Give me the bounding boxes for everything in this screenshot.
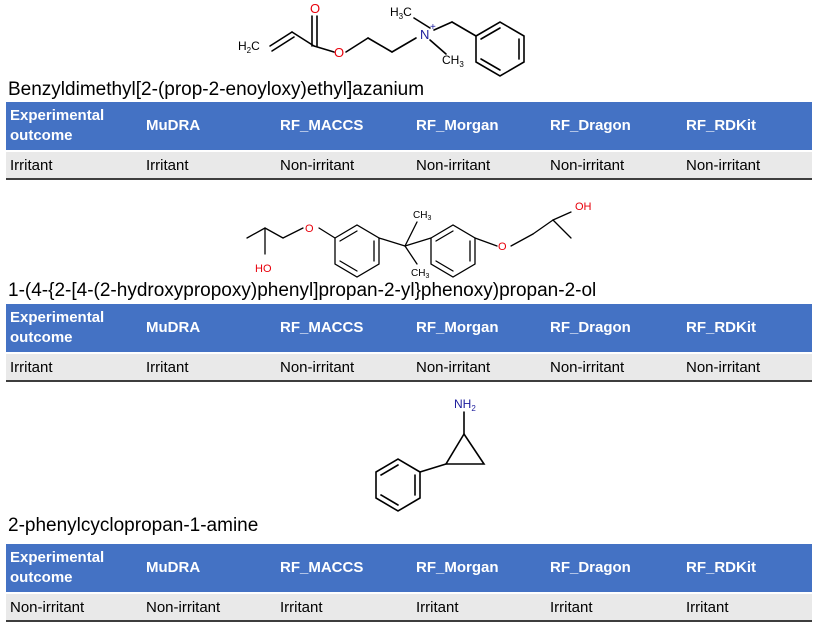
col-header-mudra: MuDRA: [142, 544, 276, 593]
atom-label-h3c: H3C: [390, 5, 412, 21]
cell-rf-morgan: Non-irritant: [412, 353, 546, 382]
col-header-mudra: MuDRA: [142, 102, 276, 151]
col-header-rf-dragon: RF_Dragon: [546, 544, 682, 593]
cell-rf-morgan: Non-irritant: [412, 151, 546, 180]
cell-rf-morgan: Irritant: [412, 593, 546, 622]
cell-experimental-outcome: Non-irritant: [6, 593, 142, 622]
col-header-rf-rdkit: RF_RDKit: [682, 544, 812, 593]
col-header-experimental-outcome: Experimental outcome: [6, 102, 142, 151]
atom-label-charge: +: [430, 22, 436, 33]
cell-rf-dragon: Non-irritant: [546, 151, 682, 180]
atom-label-oxygen: O: [334, 45, 344, 60]
col-header-rf-maccs: RF_MACCS: [276, 304, 412, 353]
col-header-rf-dragon: RF_Dragon: [546, 304, 682, 353]
compound-name: Benzyldimethyl[2-(prop-2-enoyloxy)ethyl]…: [8, 79, 425, 100]
col-header-rf-rdkit: RF_RDKit: [682, 102, 812, 151]
col-header-rf-rdkit: RF_RDKit: [682, 304, 812, 353]
cell-mudra: Irritant: [142, 151, 276, 180]
cell-rf-maccs: Non-irritant: [276, 151, 412, 180]
atom-label-oxygen: O: [498, 241, 507, 253]
atom-label-oxygen: O: [310, 1, 320, 16]
cell-experimental-outcome: Irritant: [6, 353, 142, 382]
atom-label-oxygen: O: [305, 223, 314, 235]
structure-benzyldimethylazanium: O O N + H2C H3C CH3: [238, 1, 525, 77]
col-header-rf-morgan: RF_Morgan: [412, 544, 546, 593]
compound-name: 1-(4-{2-[4-(2-hydroxypropoxy)phenyl]prop…: [8, 280, 597, 301]
compound-name: 2-phenylcyclopropan-1-amine: [8, 515, 259, 536]
cell-rf-rdkit: Irritant: [682, 593, 812, 622]
atom-label-ch3: CH3: [442, 53, 464, 69]
table-row: Irritant Irritant Non-irritant Non-irrit…: [6, 151, 812, 180]
result-table: Experimental outcome MuDRA RF_MACCS RF_M…: [6, 304, 812, 382]
cell-rf-dragon: Non-irritant: [546, 353, 682, 382]
cell-rf-rdkit: Non-irritant: [682, 151, 812, 180]
table-row: Irritant Irritant Non-irritant Non-irrit…: [6, 353, 812, 382]
cell-mudra: Irritant: [142, 353, 276, 382]
cell-rf-dragon: Irritant: [546, 593, 682, 622]
col-header-experimental-outcome: Experimental outcome: [6, 304, 142, 353]
col-header-rf-maccs: RF_MACCS: [276, 102, 412, 151]
structure-phenylcyclopropanamine: NH2: [375, 397, 486, 512]
compound-block-3: NH2 2-phenylcyclopropan-1-amine Experime…: [0, 390, 818, 625]
atom-label-ch3: CH3: [413, 210, 431, 222]
compound-block-1: O O N + H2C H3C CH3 Benzyldimethyl[2-(pr…: [0, 0, 818, 190]
atom-label-amine: NH2: [454, 397, 476, 413]
cell-experimental-outcome: Irritant: [6, 151, 142, 180]
result-table: Experimental outcome MuDRA RF_MACCS RF_M…: [6, 544, 812, 622]
atom-label-ch3: CH3: [411, 268, 429, 280]
atom-label-nitrogen: N: [420, 27, 429, 42]
cell-rf-maccs: Irritant: [276, 593, 412, 622]
col-header-experimental-outcome: Experimental outcome: [6, 544, 142, 593]
atom-label-hydroxyl: HO: [255, 263, 272, 275]
col-header-mudra: MuDRA: [142, 304, 276, 353]
cell-mudra: Non-irritant: [142, 593, 276, 622]
table-row: Non-irritant Non-irritant Irritant Irrit…: [6, 593, 812, 622]
compound-block-2: HO O O OH CH3 CH3 1-(4-{2-[4-(2-hydroxyp…: [0, 190, 818, 390]
structure-bisphenol-hydroxypropyl-ether: HO O O OH CH3 CH3: [246, 201, 592, 280]
col-header-rf-maccs: RF_MACCS: [276, 544, 412, 593]
result-table: Experimental outcome MuDRA RF_MACCS RF_M…: [6, 102, 812, 180]
atom-label-hydroxyl: OH: [575, 201, 592, 213]
col-header-rf-dragon: RF_Dragon: [546, 102, 682, 151]
col-header-rf-morgan: RF_Morgan: [412, 304, 546, 353]
col-header-rf-morgan: RF_Morgan: [412, 102, 546, 151]
cell-rf-rdkit: Non-irritant: [682, 353, 812, 382]
atom-label-h2c: H2C: [238, 39, 260, 55]
cell-rf-maccs: Non-irritant: [276, 353, 412, 382]
